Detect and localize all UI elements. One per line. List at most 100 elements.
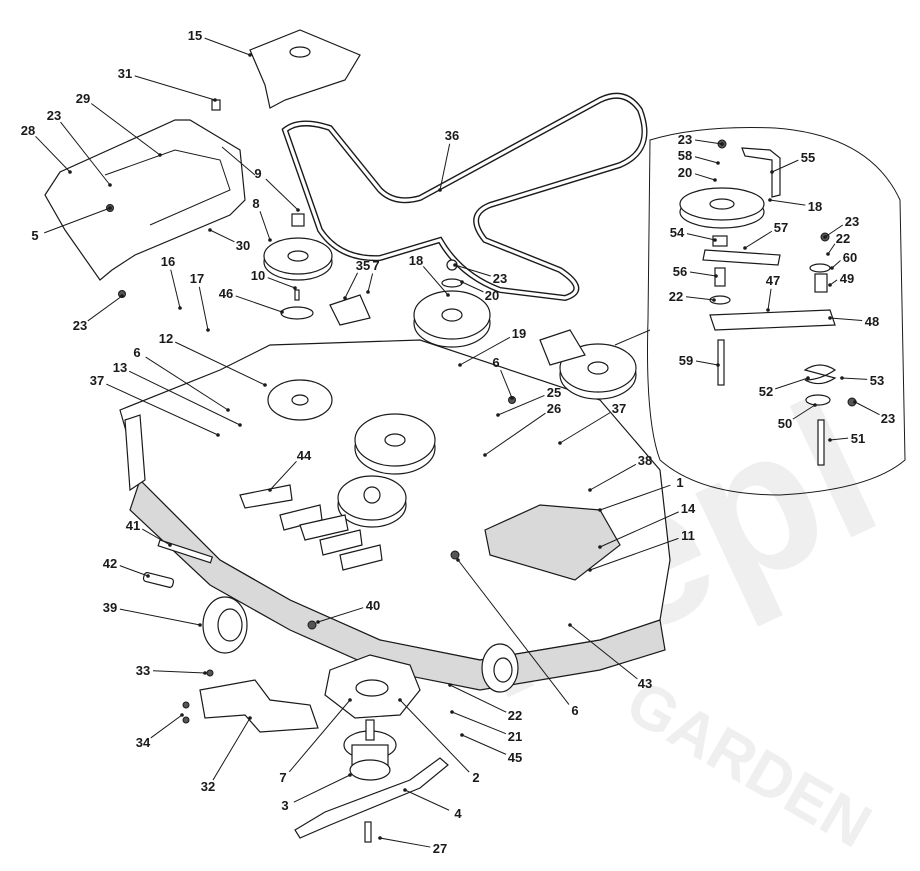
callout-arrowhead [598,508,602,512]
callout-c60: 60 [830,250,857,270]
callout-leader [461,734,507,755]
callout-leader [589,463,637,491]
callout-arrowhead [770,170,774,174]
callout-label: 23 [73,318,87,333]
callout-arrowhead [450,710,454,714]
callout-arrowhead [168,543,172,547]
axle-bolt-41 [157,539,214,564]
callout-arrowhead [826,252,830,256]
callout-c44: 44 [268,448,312,492]
callout-leader [589,537,679,571]
callout-arrowhead [828,316,832,320]
callout-c23d: 23 [678,132,724,147]
callout-leader [317,607,364,623]
callout-c18a: 18 [409,253,450,297]
detail-inset-pointer [614,329,651,346]
callout-arrowhead [510,396,514,400]
callout-c45: 45 [460,733,522,765]
callout-label: 20 [485,288,499,303]
callout-label: 20 [678,165,692,180]
callout-arrowhead [716,161,720,165]
inset-bracket-57 [702,249,781,266]
callout-c38: 38 [588,453,652,492]
callout-arrowhead [280,310,284,314]
callout-c39: 39 [103,600,202,627]
callout-leader [87,295,123,322]
callout-label: 53 [870,373,884,388]
callout-c37a: 37 [90,373,220,437]
callout-label: 30 [236,238,250,253]
callout-arrowhead [768,198,772,202]
callout-leader [599,484,671,511]
callout-label: 38 [638,453,652,468]
callout-leader [128,370,241,426]
callout-leader [259,211,271,241]
callout-label: 54 [670,225,685,240]
callout-arrowhead [348,698,352,702]
callout-c43: 43 [568,623,652,691]
callout-label: 25 [547,385,561,400]
inset-idler-arm-47 [709,309,836,331]
callout-label: 34 [136,735,151,750]
callout-c37b: 37 [558,401,626,445]
callout-label: 2 [472,770,479,785]
callout-label: 56 [673,264,687,279]
callout-c59: 59 [679,353,720,368]
callout-label: 12 [159,331,173,346]
callout-label: 6 [492,355,499,370]
callout-label: 23 [47,108,61,123]
pin-31 [211,99,221,111]
callout-leader [792,404,816,420]
callout-label: 31 [118,66,132,81]
deck-pulley-center [354,413,436,475]
callout-arrowhead [828,438,832,442]
belt-36 [281,92,648,302]
callout-label: 15 [188,28,202,43]
callout-c23a: 23 [47,108,112,187]
callout-c21: 21 [450,710,522,744]
callout-label: 8 [252,196,259,211]
callout-c1: 1 [598,475,684,512]
callout-label: 23 [845,214,859,229]
callout-arrowhead [456,558,460,562]
callout-label: 22 [836,231,850,246]
cover-28-panel [104,149,231,226]
detail-inset-outline [647,127,906,496]
callout-label: 33 [136,663,150,678]
deck-pulley-lower [337,475,407,528]
callout-c49: 49 [828,271,854,287]
callout-leader [459,336,511,366]
callout-arrowhead [108,183,112,187]
callout-arrowhead [68,170,72,174]
bracket-32 [199,679,319,733]
callout-leader [689,271,717,277]
callout-c6a: 6 [133,345,230,412]
callout-leader [775,377,809,390]
callout-c55: 55 [770,150,815,174]
callout-leader [599,511,679,548]
callout-label: 51 [851,431,865,446]
callout-leader [60,121,111,186]
callout-c26: 26 [483,401,561,457]
callout-c34: 34 [136,713,184,750]
inset-spring-52 [803,364,837,385]
callout-leader [695,360,719,366]
callout-arrowhead [263,383,267,387]
callout-c4: 4 [403,788,462,821]
belt-cover-28 [44,119,246,281]
callout-c8: 8 [252,196,272,242]
inset-rod-55 [741,147,781,198]
callout-arrowhead [208,228,212,232]
callout-arrowhead [716,363,720,367]
callout-c57: 57 [743,220,788,250]
callout-c22c: 22 [669,289,716,304]
callout-label: 22 [508,708,522,723]
callout-c46: 46 [219,286,284,314]
idler-pulley-18 [413,259,491,348]
callout-label: 6 [571,703,578,718]
callout-leader [767,288,772,311]
callout-arrowhead [403,788,407,792]
callout-leader [209,229,235,243]
